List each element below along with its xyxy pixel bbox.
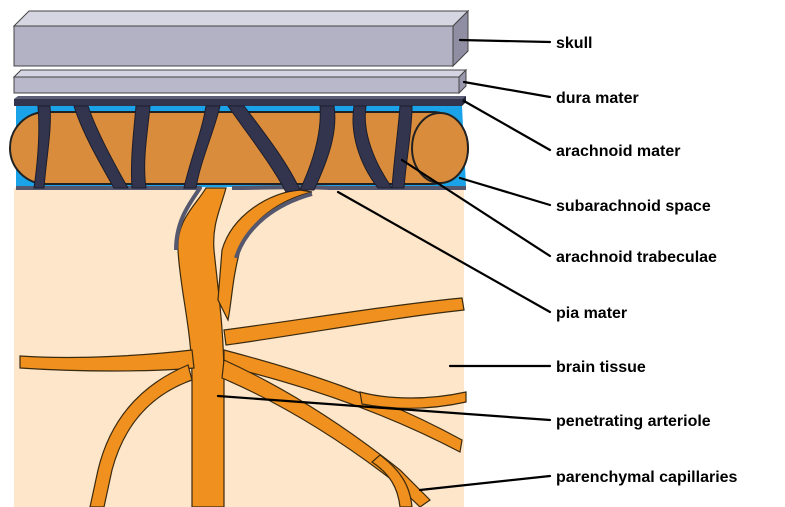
label-penetrating-arteriole: penetrating arteriole (556, 413, 711, 430)
arachnoid-mater-layer (14, 96, 466, 106)
label-arachnoid-mater: arachnoid mater (556, 143, 680, 160)
label-dura-mater: dura mater (556, 90, 639, 107)
label-arachnoid-trabeculae: arachnoid trabeculae (556, 249, 717, 266)
leader-subarachnoid-space (460, 178, 550, 205)
label-pia-mater: pia mater (556, 305, 627, 322)
labels: skull dura mater arachnoid mater subarac… (556, 35, 738, 486)
leader-dura-mater (464, 82, 550, 97)
label-parenchymal-capillaries: parenchymal capillaries (556, 469, 738, 486)
label-brain-tissue: brain tissue (556, 359, 646, 376)
leader-arachnoid-mater (464, 101, 550, 150)
label-subarachnoid-space: subarachnoid space (556, 198, 711, 215)
dura-mater-layer (14, 70, 466, 93)
skull-layer (14, 11, 468, 66)
label-skull: skull (556, 35, 592, 52)
leader-skull (460, 40, 550, 42)
